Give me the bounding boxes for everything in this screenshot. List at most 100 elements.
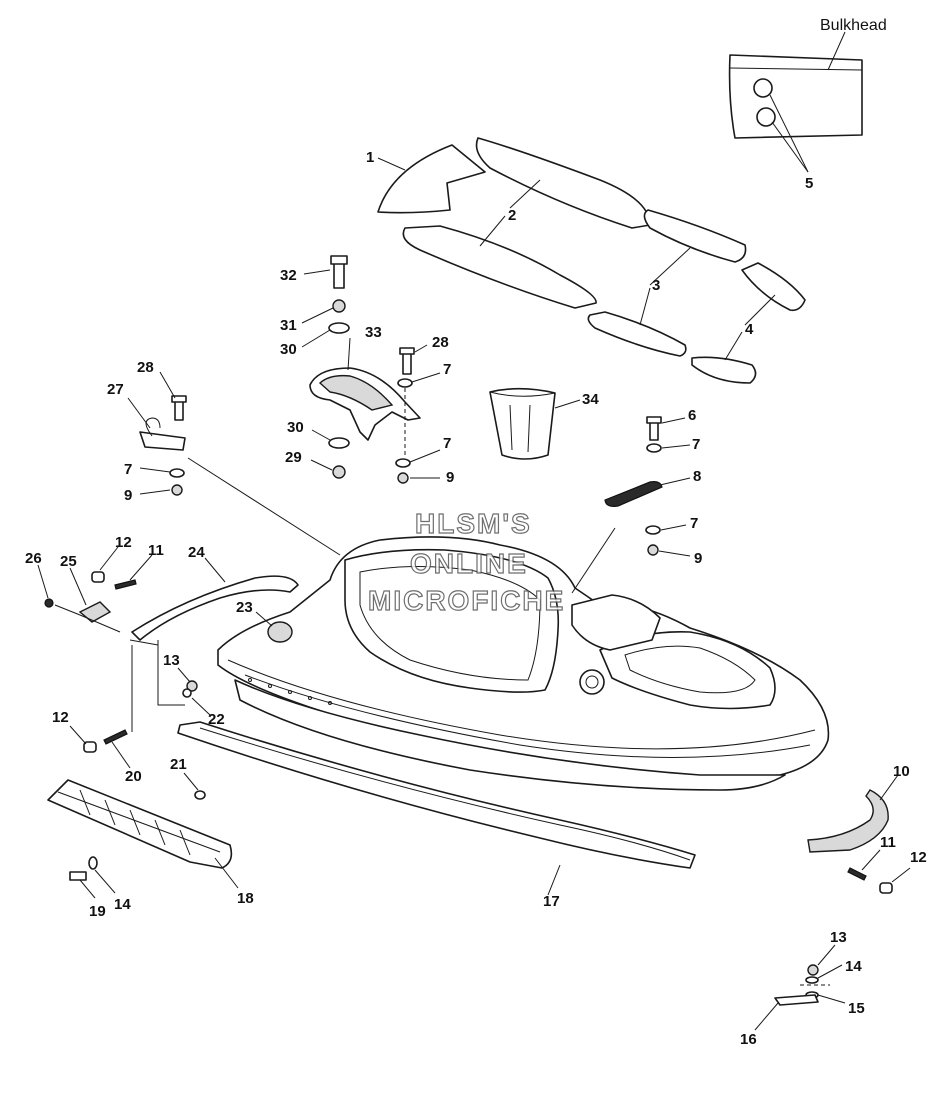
cup-34 [489, 387, 581, 460]
washer-7-b [395, 458, 411, 468]
callout-7-e: 7 [124, 461, 132, 478]
callout-25: 25 [60, 553, 77, 570]
storage-lid [599, 631, 776, 710]
watermark-line-1: HLSM'S [415, 508, 532, 539]
callout-18: 18 [237, 890, 254, 907]
washer-21 [194, 790, 206, 800]
mat-3-upper [643, 209, 747, 263]
sponson-hardware [69, 856, 116, 899]
screw-11-a [114, 579, 137, 590]
callout-28-b: 28 [432, 334, 449, 351]
callout-23: 23 [236, 599, 253, 616]
bolt-28-left [174, 399, 184, 421]
hull [217, 527, 830, 791]
callout-labels: 1 2 3 4 5 6 7 7 7 7 7 8 9 9 9 10 11 11 1… [25, 149, 927, 1048]
watermark-line-3: MICROFICHE [368, 585, 565, 616]
sponson-18 [47, 779, 239, 889]
nut-31 [332, 299, 346, 313]
callout-7-c: 7 [692, 436, 700, 453]
callout-28-a: 28 [137, 359, 154, 376]
callout-2: 2 [508, 207, 516, 224]
mat-4-upper [741, 262, 806, 312]
hook-27 [139, 431, 186, 451]
washer-14-b [805, 976, 819, 984]
washer-7-e [169, 468, 185, 478]
washer-7-c [646, 443, 662, 453]
mat-2-upper [475, 137, 651, 229]
grommet-12-a [91, 571, 105, 583]
bulkhead-label: Bulkhead [820, 17, 887, 34]
hook-assembly [127, 371, 341, 556]
nut-9-left [171, 484, 183, 496]
callout-7-a: 7 [443, 361, 451, 378]
grommet-12-c [879, 882, 893, 894]
hull-fuel-cap [579, 669, 605, 695]
callout-29: 29 [285, 449, 302, 466]
callout-22: 22 [208, 711, 225, 728]
screw-26 [44, 598, 54, 608]
washer-22 [182, 688, 192, 698]
callout-19: 19 [89, 903, 106, 920]
mat-3-lower [587, 311, 687, 357]
grommet-12-b [83, 741, 97, 753]
bracket-16-assembly [754, 944, 846, 1031]
watermark-line-2: ONLINE [410, 548, 528, 579]
callout-4: 4 [745, 321, 754, 338]
callout-7-d: 7 [690, 515, 698, 532]
callout-30-b: 30 [287, 419, 304, 436]
callout-31: 31 [280, 317, 297, 334]
right-hardware [604, 416, 691, 557]
bracket-25 [78, 601, 112, 623]
strap-8 [604, 480, 663, 507]
washer-14-a [88, 856, 98, 870]
callout-21: 21 [170, 756, 187, 773]
callout-13-b: 13 [830, 929, 847, 946]
nose-trim-assembly [807, 774, 911, 894]
screw-20 [103, 729, 128, 745]
callout-12-a: 12 [115, 534, 132, 551]
mat-2-lower [402, 225, 597, 309]
callout-12-b: 12 [52, 709, 69, 726]
bracket-16 [774, 994, 819, 1006]
nut-9-center [397, 472, 409, 484]
bulkhead-inset: Bulkhead [728, 17, 887, 173]
screw-11-b [847, 867, 867, 881]
chine-17 [177, 721, 696, 896]
callout-3: 3 [652, 277, 660, 294]
bulkhead-hole-upper [753, 78, 773, 98]
callout-11-b: 11 [880, 834, 896, 851]
callout-27: 27 [107, 381, 124, 398]
hull-lower [234, 679, 786, 791]
callout-8: 8 [693, 468, 701, 485]
callout-14-a: 14 [114, 896, 131, 913]
callout-26: 26 [25, 550, 42, 567]
callout-16: 16 [740, 1031, 757, 1048]
callout-17: 17 [543, 893, 560, 910]
rub-rail-24 [131, 557, 299, 641]
callout-34: 34 [582, 391, 599, 408]
bolt-28-right [402, 351, 412, 375]
washer-7-d [645, 525, 661, 535]
washer-7-a [397, 378, 413, 388]
callout-1: 1 [366, 149, 374, 166]
callout-9-c: 9 [124, 487, 132, 504]
hull-plug-23 [267, 621, 293, 643]
nut-13-a [186, 680, 198, 692]
callout-9-a: 9 [446, 469, 454, 486]
nut-13-b [807, 964, 819, 976]
callout-24: 24 [188, 544, 205, 561]
callout-6: 6 [688, 407, 696, 424]
bolt-19 [69, 871, 87, 881]
watermark: HLSM'S ONLINE MICROFICHE [367, 507, 565, 616]
trim-10 [807, 789, 889, 853]
callout-30-a: 30 [280, 341, 297, 358]
washer-30-upper [328, 322, 350, 334]
mat-1 [377, 144, 486, 214]
mat-4-lower [691, 356, 757, 384]
nut-9-right [647, 544, 659, 556]
callout-33: 33 [365, 324, 382, 341]
bulkhead-hole-lower [756, 107, 776, 127]
callout-7-b: 7 [443, 435, 451, 452]
